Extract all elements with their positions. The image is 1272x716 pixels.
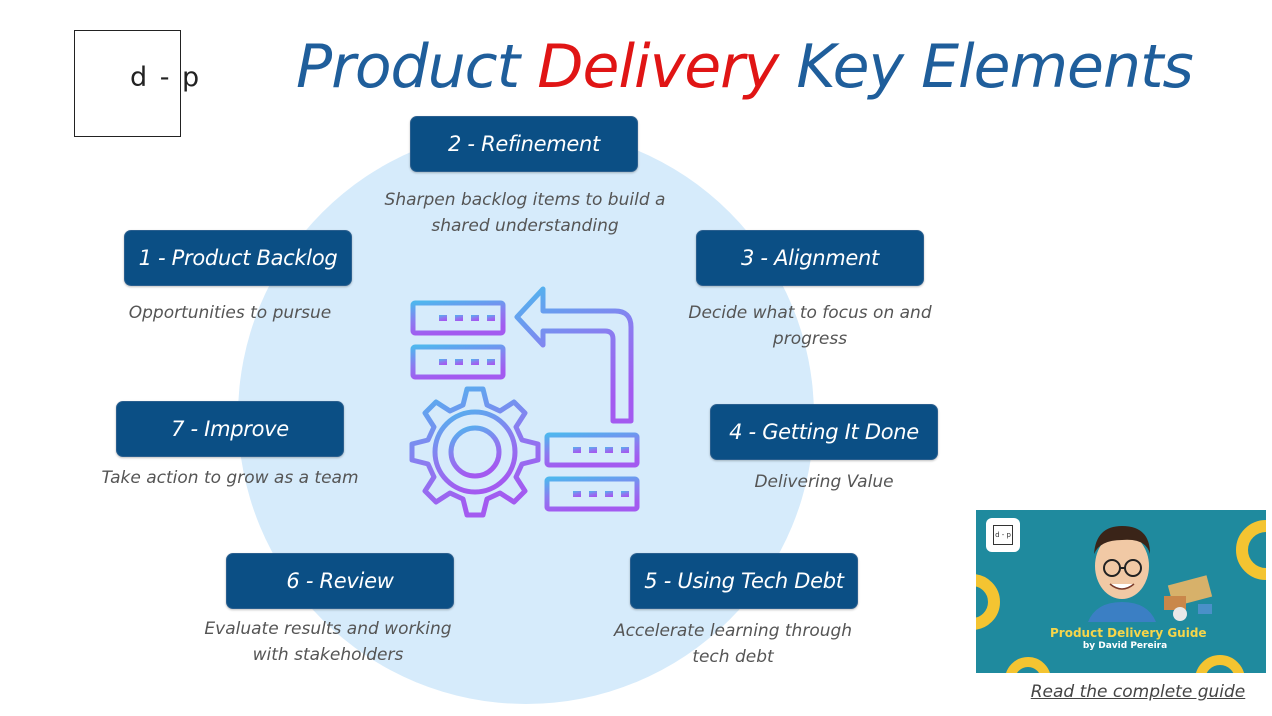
step-4-getting-it-done[interactable]: 4 - Getting It Done — [710, 404, 938, 460]
thumbnail-illustration — [976, 520, 1266, 673]
logo-frame — [74, 30, 181, 137]
step-6-review[interactable]: 6 - Review — [226, 553, 454, 609]
page-title: Product Delivery Key Elements — [296, 32, 1194, 102]
step-1-product-backlog[interactable]: 1 - Product Backlog — [124, 230, 352, 286]
step-6-description: Evaluate results and working with stakeh… — [204, 619, 452, 665]
backlog-gear-cycle-icon — [409, 286, 640, 518]
step-7-description: Take action to grow as a team — [101, 468, 359, 488]
title-part-1: Product — [296, 32, 538, 102]
avatar — [1088, 526, 1156, 622]
logo-text: d - p — [130, 62, 202, 93]
guide-thumbnail[interactable]: d - p Product Delivery Guide by David Pe… — [976, 510, 1266, 673]
step-2-description: Sharpen backlog items to build a shared … — [384, 190, 666, 236]
step-3-description: Decide what to focus on and progress — [688, 303, 932, 349]
title-part-2: Key Elements — [778, 32, 1193, 102]
step-3-alignment[interactable]: 3 - Alignment — [696, 230, 924, 286]
step-7-improve[interactable]: 7 - Improve — [116, 401, 344, 457]
step-2-refinement[interactable]: 2 - Refinement — [410, 116, 638, 172]
read-guide-link[interactable]: Read the complete guide — [1030, 682, 1246, 702]
title-highlight: Delivery — [537, 32, 779, 102]
step-5-description: Accelerate learning through tech debt — [613, 621, 853, 667]
step-1-description: Opportunities to pursue — [128, 303, 332, 323]
thumbnail-subtitle: by David Pereira — [1082, 641, 1168, 651]
thumbnail-logo: d - p — [986, 518, 1020, 552]
step-5-using-tech-debt[interactable]: 5 - Using Tech Debt — [630, 553, 858, 609]
thumbnail-title: Product Delivery Guide — [1050, 626, 1207, 640]
step-4-description: Delivering Value — [754, 472, 894, 492]
